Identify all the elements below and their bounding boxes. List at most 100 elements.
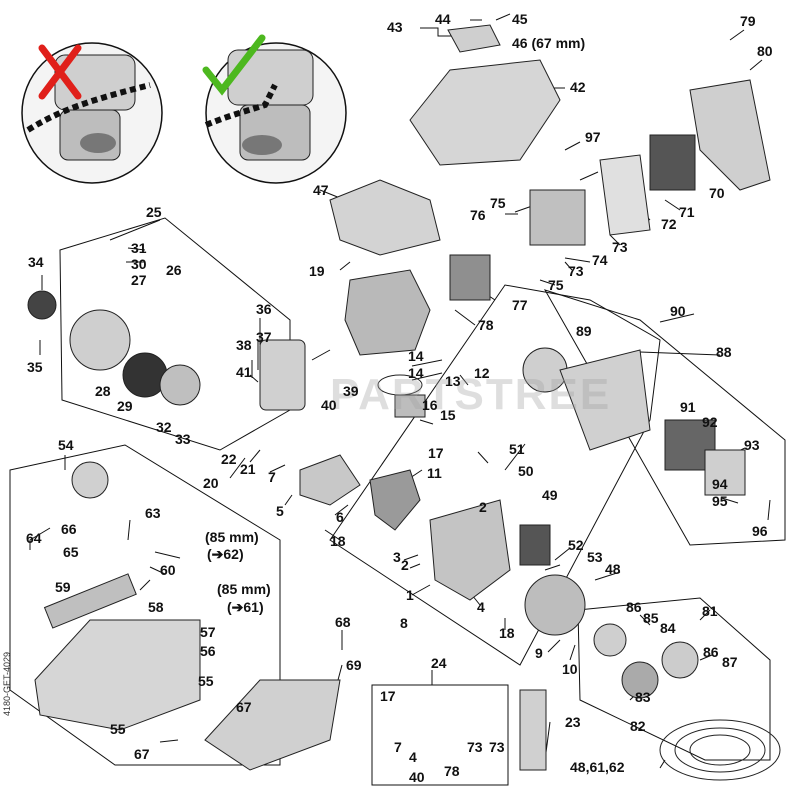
part-label-10[interactable]: 10 — [562, 661, 578, 677]
part-label-14-b[interactable]: 14 — [408, 365, 424, 381]
part-label-57[interactable]: 57 — [200, 624, 216, 640]
part-label-49[interactable]: 49 — [542, 487, 558, 503]
part-label-27[interactable]: 27 — [131, 272, 147, 288]
part-label-82[interactable]: 82 — [630, 718, 646, 734]
part-label-79[interactable]: 79 — [740, 13, 756, 29]
part-label-6[interactable]: 6 — [336, 509, 344, 525]
part-label-96[interactable]: 96 — [752, 523, 768, 539]
part-label-23[interactable]: 23 — [565, 714, 581, 730]
part-label-19[interactable]: 19 — [309, 263, 325, 279]
part-label-30[interactable]: 30 — [131, 256, 147, 272]
part-label-35[interactable]: 35 — [27, 359, 43, 375]
part-label-16[interactable]: 16 — [422, 397, 438, 413]
part-label-2-a[interactable]: 2 — [479, 499, 487, 515]
part-label-61-len[interactable]: (85 mm) — [217, 581, 271, 597]
part-label-69[interactable]: 69 — [346, 657, 362, 673]
part-label-65[interactable]: 65 — [63, 544, 79, 560]
part-label-61-ref[interactable]: (➔61) — [227, 599, 264, 615]
part-label-80[interactable]: 80 — [757, 43, 773, 59]
part-label-51[interactable]: 51 — [509, 441, 525, 457]
part-label-71[interactable]: 71 — [679, 204, 695, 220]
part-label-15[interactable]: 15 — [440, 407, 456, 423]
part-label-73-c[interactable]: 73 — [467, 739, 483, 755]
part-label-90[interactable]: 90 — [670, 303, 686, 319]
part-label-88[interactable]: 88 — [716, 344, 732, 360]
part-label-22[interactable]: 22 — [221, 451, 237, 467]
part-label-21[interactable]: 21 — [240, 461, 256, 477]
part-label-76[interactable]: 76 — [470, 207, 486, 223]
part-label-4-a[interactable]: 4 — [477, 599, 485, 615]
part-label-56[interactable]: 56 — [200, 643, 216, 659]
part-label-7-a[interactable]: 7 — [268, 469, 276, 485]
part-label-25[interactable]: 25 — [146, 204, 162, 220]
part-label-91[interactable]: 91 — [680, 399, 696, 415]
part-label-50[interactable]: 50 — [518, 463, 534, 479]
part-label-74[interactable]: 74 — [592, 252, 608, 268]
part-label-32[interactable]: 32 — [156, 419, 172, 435]
part-label-33[interactable]: 33 — [175, 431, 191, 447]
part-label-48[interactable]: 48 — [605, 561, 621, 577]
part-label-17-b[interactable]: 17 — [380, 688, 396, 704]
part-label-55-b[interactable]: 55 — [110, 721, 126, 737]
part-label-62-ref[interactable]: (➔62) — [207, 546, 244, 562]
part-label-44[interactable]: 44 — [435, 11, 451, 27]
part-label-40-a[interactable]: 40 — [321, 397, 337, 413]
part-label-18-b[interactable]: 18 — [499, 625, 515, 641]
part-label-83[interactable]: 83 — [635, 689, 651, 705]
part-label-70[interactable]: 70 — [709, 185, 725, 201]
part-label-64[interactable]: 64 — [26, 530, 42, 546]
part-label-89[interactable]: 89 — [576, 323, 592, 339]
part-label-8[interactable]: 8 — [400, 615, 408, 631]
part-label-97[interactable]: 97 — [585, 129, 601, 145]
part-label-1[interactable]: 1 — [406, 587, 414, 603]
part-label-26[interactable]: 26 — [166, 262, 182, 278]
part-label-78-a[interactable]: 78 — [478, 317, 494, 333]
part-label-37[interactable]: 37 — [256, 329, 272, 345]
part-label-66[interactable]: 66 — [61, 521, 77, 537]
part-label-77[interactable]: 77 — [512, 297, 528, 313]
part-label-18-a[interactable]: 18 — [330, 533, 346, 549]
part-label-47[interactable]: 47 — [313, 182, 329, 198]
part-label-48-61-62[interactable]: 48,61,62 — [570, 759, 625, 775]
part-label-86-a[interactable]: 86 — [626, 599, 642, 615]
part-label-11[interactable]: 11 — [427, 465, 442, 481]
part-label-73-b[interactable]: 73 — [568, 263, 584, 279]
part-label-13[interactable]: 13 — [445, 373, 461, 389]
part-label-41[interactable]: 41 — [236, 364, 252, 380]
part-label-92[interactable]: 92 — [702, 414, 718, 430]
part-label-60[interactable]: 60 — [160, 562, 176, 578]
part-label-62-len[interactable]: (85 mm) — [205, 529, 259, 545]
part-label-5[interactable]: 5 — [276, 503, 284, 519]
part-label-4-b[interactable]: 4 — [409, 749, 417, 765]
part-label-67-a[interactable]: 67 — [236, 699, 252, 715]
part-label-72[interactable]: 72 — [661, 216, 677, 232]
part-label-93[interactable]: 93 — [744, 437, 760, 453]
part-label-40-b[interactable]: 40 — [409, 769, 425, 785]
part-label-94[interactable]: 94 — [712, 476, 728, 492]
part-label-28[interactable]: 28 — [95, 383, 111, 399]
part-label-75-a[interactable]: 75 — [548, 277, 564, 293]
part-label-86-b[interactable]: 86 — [703, 644, 719, 660]
part-label-58[interactable]: 58 — [148, 599, 164, 615]
part-label-73-d[interactable]: 73 — [489, 739, 505, 755]
part-label-59[interactable]: 59 — [55, 579, 71, 595]
part-label-85[interactable]: 85 — [643, 610, 659, 626]
part-label-78-b[interactable]: 78 — [444, 763, 460, 779]
part-label-29[interactable]: 29 — [117, 398, 133, 414]
part-label-55-a[interactable]: 55 — [198, 673, 214, 689]
part-label-42[interactable]: 42 — [570, 79, 586, 95]
part-label-68[interactable]: 68 — [335, 614, 351, 630]
part-label-31[interactable]: 31 — [131, 240, 147, 256]
part-label-73-a[interactable]: 73 — [612, 239, 628, 255]
part-label-52[interactable]: 52 — [568, 537, 584, 553]
part-label-3[interactable]: 3 — [393, 549, 401, 565]
part-label-14-a[interactable]: 14 — [408, 348, 424, 364]
part-label-53[interactable]: 53 — [587, 549, 603, 565]
part-label-54[interactable]: 54 — [58, 437, 74, 453]
part-label-67-b[interactable]: 67 — [134, 746, 150, 762]
part-label-84[interactable]: 84 — [660, 620, 676, 636]
part-label-7-b[interactable]: 7 — [394, 739, 402, 755]
part-label-9[interactable]: 9 — [535, 645, 543, 661]
part-label-24[interactable]: 24 — [431, 655, 447, 671]
part-label-36[interactable]: 36 — [256, 301, 272, 317]
